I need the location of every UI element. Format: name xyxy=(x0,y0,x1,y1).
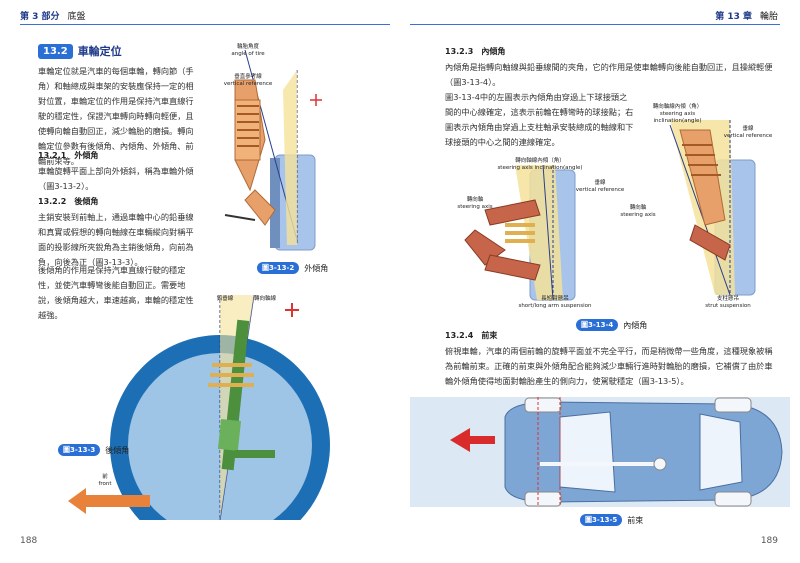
camber-paragraph: 車輪旋轉平面上部向外傾斜，稱為車輪外傾（圖3-13-2）。 xyxy=(38,166,194,191)
front-label: 前 front xyxy=(98,474,112,487)
fig3-caption: 圖3-13-3 後傾角 xyxy=(58,444,129,456)
camber-illustration xyxy=(224,49,322,251)
section-number: 13.2 xyxy=(38,43,73,59)
toe-illustration xyxy=(410,397,790,507)
right-page: 第 13 章輪胎 13.2.3 內傾角 內傾角是指轉向軸線與鉛垂線間的夾角，它的… xyxy=(400,0,800,563)
fig5-tag: 圖3-13-5 xyxy=(580,514,623,526)
part-title: 底盤 xyxy=(67,12,86,22)
left-running-header: 第 3 部分底盤 xyxy=(20,9,86,22)
toe-paragraph: 俯視車輪，汽車的兩個前輪的旋轉平面並不完全平行，而是稍微帶一些角度，這種現象被稱… xyxy=(445,346,773,386)
fig4-title: 內傾角 xyxy=(623,320,648,330)
caster-vertical-label: 鉛垂線 xyxy=(216,296,234,302)
camber-angle-label: 輪胎角度 angle of tire xyxy=(231,44,265,57)
kpi-right-susp-label: 支柱懸吊 strut suspension xyxy=(705,296,751,309)
chapter-title: 輪胎 xyxy=(759,12,778,22)
caster-illustration xyxy=(110,294,330,521)
subheading-kpi: 13.2.3 內傾角 xyxy=(445,47,506,56)
subheading-toe: 13.2.4 前束 xyxy=(445,331,498,340)
kpi-left-illustration xyxy=(464,164,576,301)
fig2-tag: 圖3-13-2 xyxy=(257,262,300,274)
left-page-number: 188 xyxy=(20,536,38,546)
caster-paragraph-2: 後傾角的作用是保持汽車直線行駛的穩定性，並使汽車轉彎後能自動回正。需要地說，後傾… xyxy=(38,265,194,320)
kpi-left-incl-label: 轉向軸線內傾（角） steering axis inclination(angl… xyxy=(497,158,583,171)
left-page: 第 3 部分底盤 13.2 車輪定位 車輪定位就是汽車的每個車輪，轉向節（手角）… xyxy=(20,9,390,546)
fig2-title: 外傾角 xyxy=(304,263,329,273)
caster-axis-label: 轉向軸線 xyxy=(253,296,276,302)
caster-paragraph-1: 主銷安裝到前軸上，通過車輪中心的鉛垂線和真實或假想的轉向軸線在車輛縱向對稱平面的… xyxy=(38,212,194,267)
header-rule-right xyxy=(410,24,780,25)
fig4-tag: 圖3-13-4 xyxy=(576,319,619,331)
fig5-title: 前束 xyxy=(627,515,644,525)
part-label: 第 3 部分 xyxy=(20,12,60,22)
kpi-left-susp-label: 長短臂懸吊 short/long arm suspension xyxy=(518,296,592,309)
kpi-paragraph-1: 內傾角是指轉向軸線與鉛垂線間的夾角，它的作用是使車輪轉向後能自動回正，且操縱輕便… xyxy=(445,62,773,87)
fig3-title: 後傾角 xyxy=(105,445,130,455)
kpi-paragraph-2: 圖3-13-4中的左圖表示內傾角由穿過上下球接頭之間的中心線確定，這表示前輪在轉… xyxy=(445,92,634,147)
fig4-caption: 圖3-13-4 內傾角 xyxy=(576,319,647,331)
subheading-caster: 13.2.2 後傾角 xyxy=(38,197,99,206)
intro-paragraph: 車輪定位就是汽車的每個車輪，轉向節（手角）和軸總成與車架的安裝應保持一定的相對位… xyxy=(38,66,194,166)
front-arrow-icon xyxy=(68,488,150,514)
right-running-header: 第 13 章輪胎 xyxy=(715,9,778,22)
kpi-left-vert-label: 垂線 vertical reference xyxy=(575,180,625,193)
chapter-label: 第 13 章 xyxy=(715,12,752,22)
header-rule xyxy=(20,24,390,25)
camber-vertical-label: 垂直參考線 vertical reference xyxy=(223,74,273,87)
fig3-tag: 圖3-13-3 xyxy=(58,444,101,456)
fig5-caption: 圖3-13-5 前束 xyxy=(580,514,643,526)
kpi-right-incl-label: 轉向軸線內傾（角） steering axis inclination(angl… xyxy=(652,104,703,124)
fig2-caption: 圖3-13-2 外傾角 xyxy=(257,262,328,274)
kpi-right-illustration xyxy=(669,120,756,296)
section-title: 車輪定位 xyxy=(77,45,122,58)
kpi-right-vert-label: 垂線 vertical reference xyxy=(723,126,773,139)
right-page-number: 189 xyxy=(760,536,778,546)
section-heading: 13.2 車輪定位 xyxy=(38,43,122,59)
kpi-left-axis-label: 轉向軸 steering axis xyxy=(457,197,493,210)
kpi-right-axis-label: 轉向軸 steering axis xyxy=(620,205,656,218)
subheading-camber: 13.2.1 外傾角 xyxy=(38,151,99,160)
